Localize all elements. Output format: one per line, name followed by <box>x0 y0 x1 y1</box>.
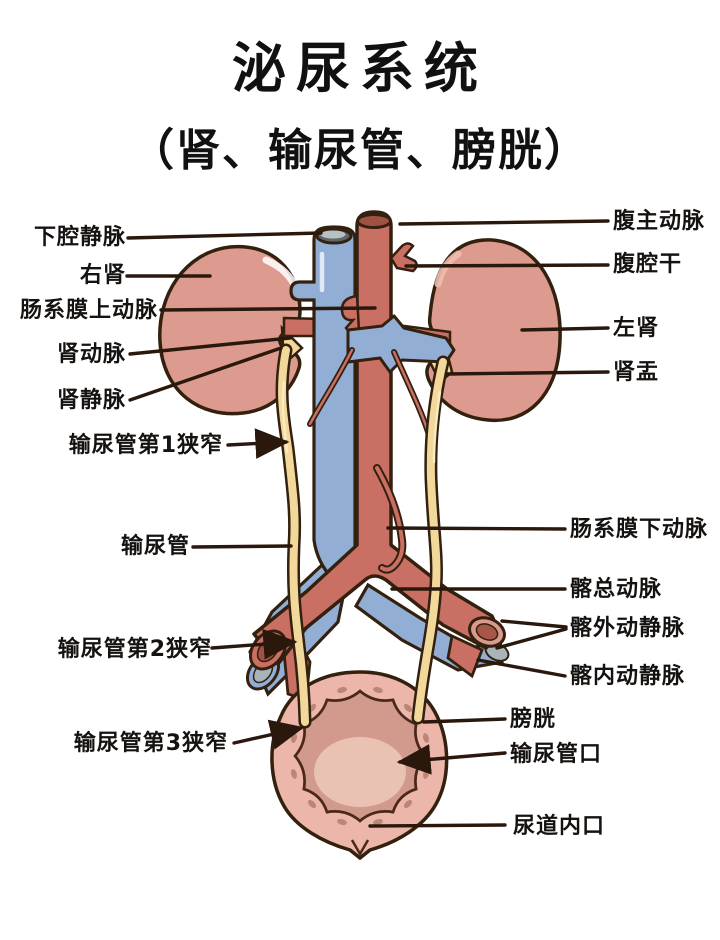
leader-celiac-trunk <box>404 263 610 268</box>
label-left-kidney: 左肾 <box>613 316 660 341</box>
label-ureter-first-narrowing: 输尿管第1狭窄 <box>68 433 223 458</box>
inferior-mesenteric-artery-shape <box>373 464 407 574</box>
label-renal-pelvis: 肾盂 <box>613 360 660 385</box>
leader-inferior-vena-cava <box>126 231 323 240</box>
bladder-trigone-shape <box>314 737 406 807</box>
leader-inferior-mesenteric-artery <box>386 526 567 531</box>
left-ureter-shape <box>411 355 450 725</box>
label-abdominal-aorta: 腹主动脉 <box>613 209 706 234</box>
leader-superior-mesenteric-artery <box>159 306 377 312</box>
label-ureter: 输尿管 <box>120 534 190 559</box>
right-internal-iliac-shape <box>446 633 484 679</box>
leader-external-iliac-a <box>500 619 568 629</box>
label-ureter-second-narrowing: 输尿管第2狭窄 <box>57 637 212 662</box>
leader-external-iliac-b <box>495 627 568 650</box>
label-inferior-vena-cava: 下腔静脉 <box>33 225 126 250</box>
leader-internal-iliac <box>476 658 567 678</box>
leader-ureter-first-narrowing <box>226 428 290 459</box>
leader-ureter <box>191 544 293 549</box>
leader-renal-pelvis <box>445 370 610 376</box>
label-renal-artery: 肾动脉 <box>56 342 126 367</box>
label-superior-mesenteric-artery: 肠系膜上动脉 <box>19 298 158 323</box>
urethral-opening-notch <box>350 839 370 857</box>
left-renal-vein-shape <box>346 314 456 374</box>
leader-renal-vein <box>128 346 283 402</box>
bladder-shape <box>270 670 449 861</box>
leader-ureteral-orifice <box>396 744 507 775</box>
right-kidney-shape <box>158 244 302 416</box>
label-internal-iliac-vessels: 髂内动静脉 <box>570 664 686 689</box>
label-internal-urethral-orifice: 尿道内口 <box>513 814 606 839</box>
label-inferior-mesenteric-artery: 肠系膜下动脉 <box>570 517 709 542</box>
leader-left-kidney <box>520 326 610 332</box>
label-celiac-trunk: 腹腔干 <box>613 252 683 277</box>
leader-bladder <box>422 717 507 724</box>
leader-abdominal-aorta <box>398 219 610 226</box>
leader-lines <box>125 219 610 828</box>
leader-ureter-third-narrowing <box>232 719 305 750</box>
label-bladder: 膀胱 <box>510 707 557 732</box>
page-subtitle: （肾、输尿管、膀胱） <box>130 125 590 176</box>
vena-cava-opening-rim <box>320 230 346 239</box>
leader-internal-urethral-orifice <box>368 823 507 828</box>
leader-ureter-second-narrowing <box>210 628 298 660</box>
label-ureteral-orifice: 输尿管口 <box>510 742 603 767</box>
leader-renal-artery <box>128 336 292 356</box>
celiac-trunk-shape <box>389 242 418 273</box>
label-renal-vein: 肾静脉 <box>56 388 126 413</box>
aorta-opening <box>356 213 392 229</box>
label-ureter-third-narrowing: 输尿管第3狭窄 <box>73 731 228 756</box>
label-external-iliac-vessels: 髂外动静脉 <box>570 616 686 641</box>
page-title: 泌尿系统 <box>232 37 488 100</box>
label-right-kidney: 右肾 <box>79 263 126 288</box>
label-common-iliac-artery: 髂总动脉 <box>570 577 663 602</box>
